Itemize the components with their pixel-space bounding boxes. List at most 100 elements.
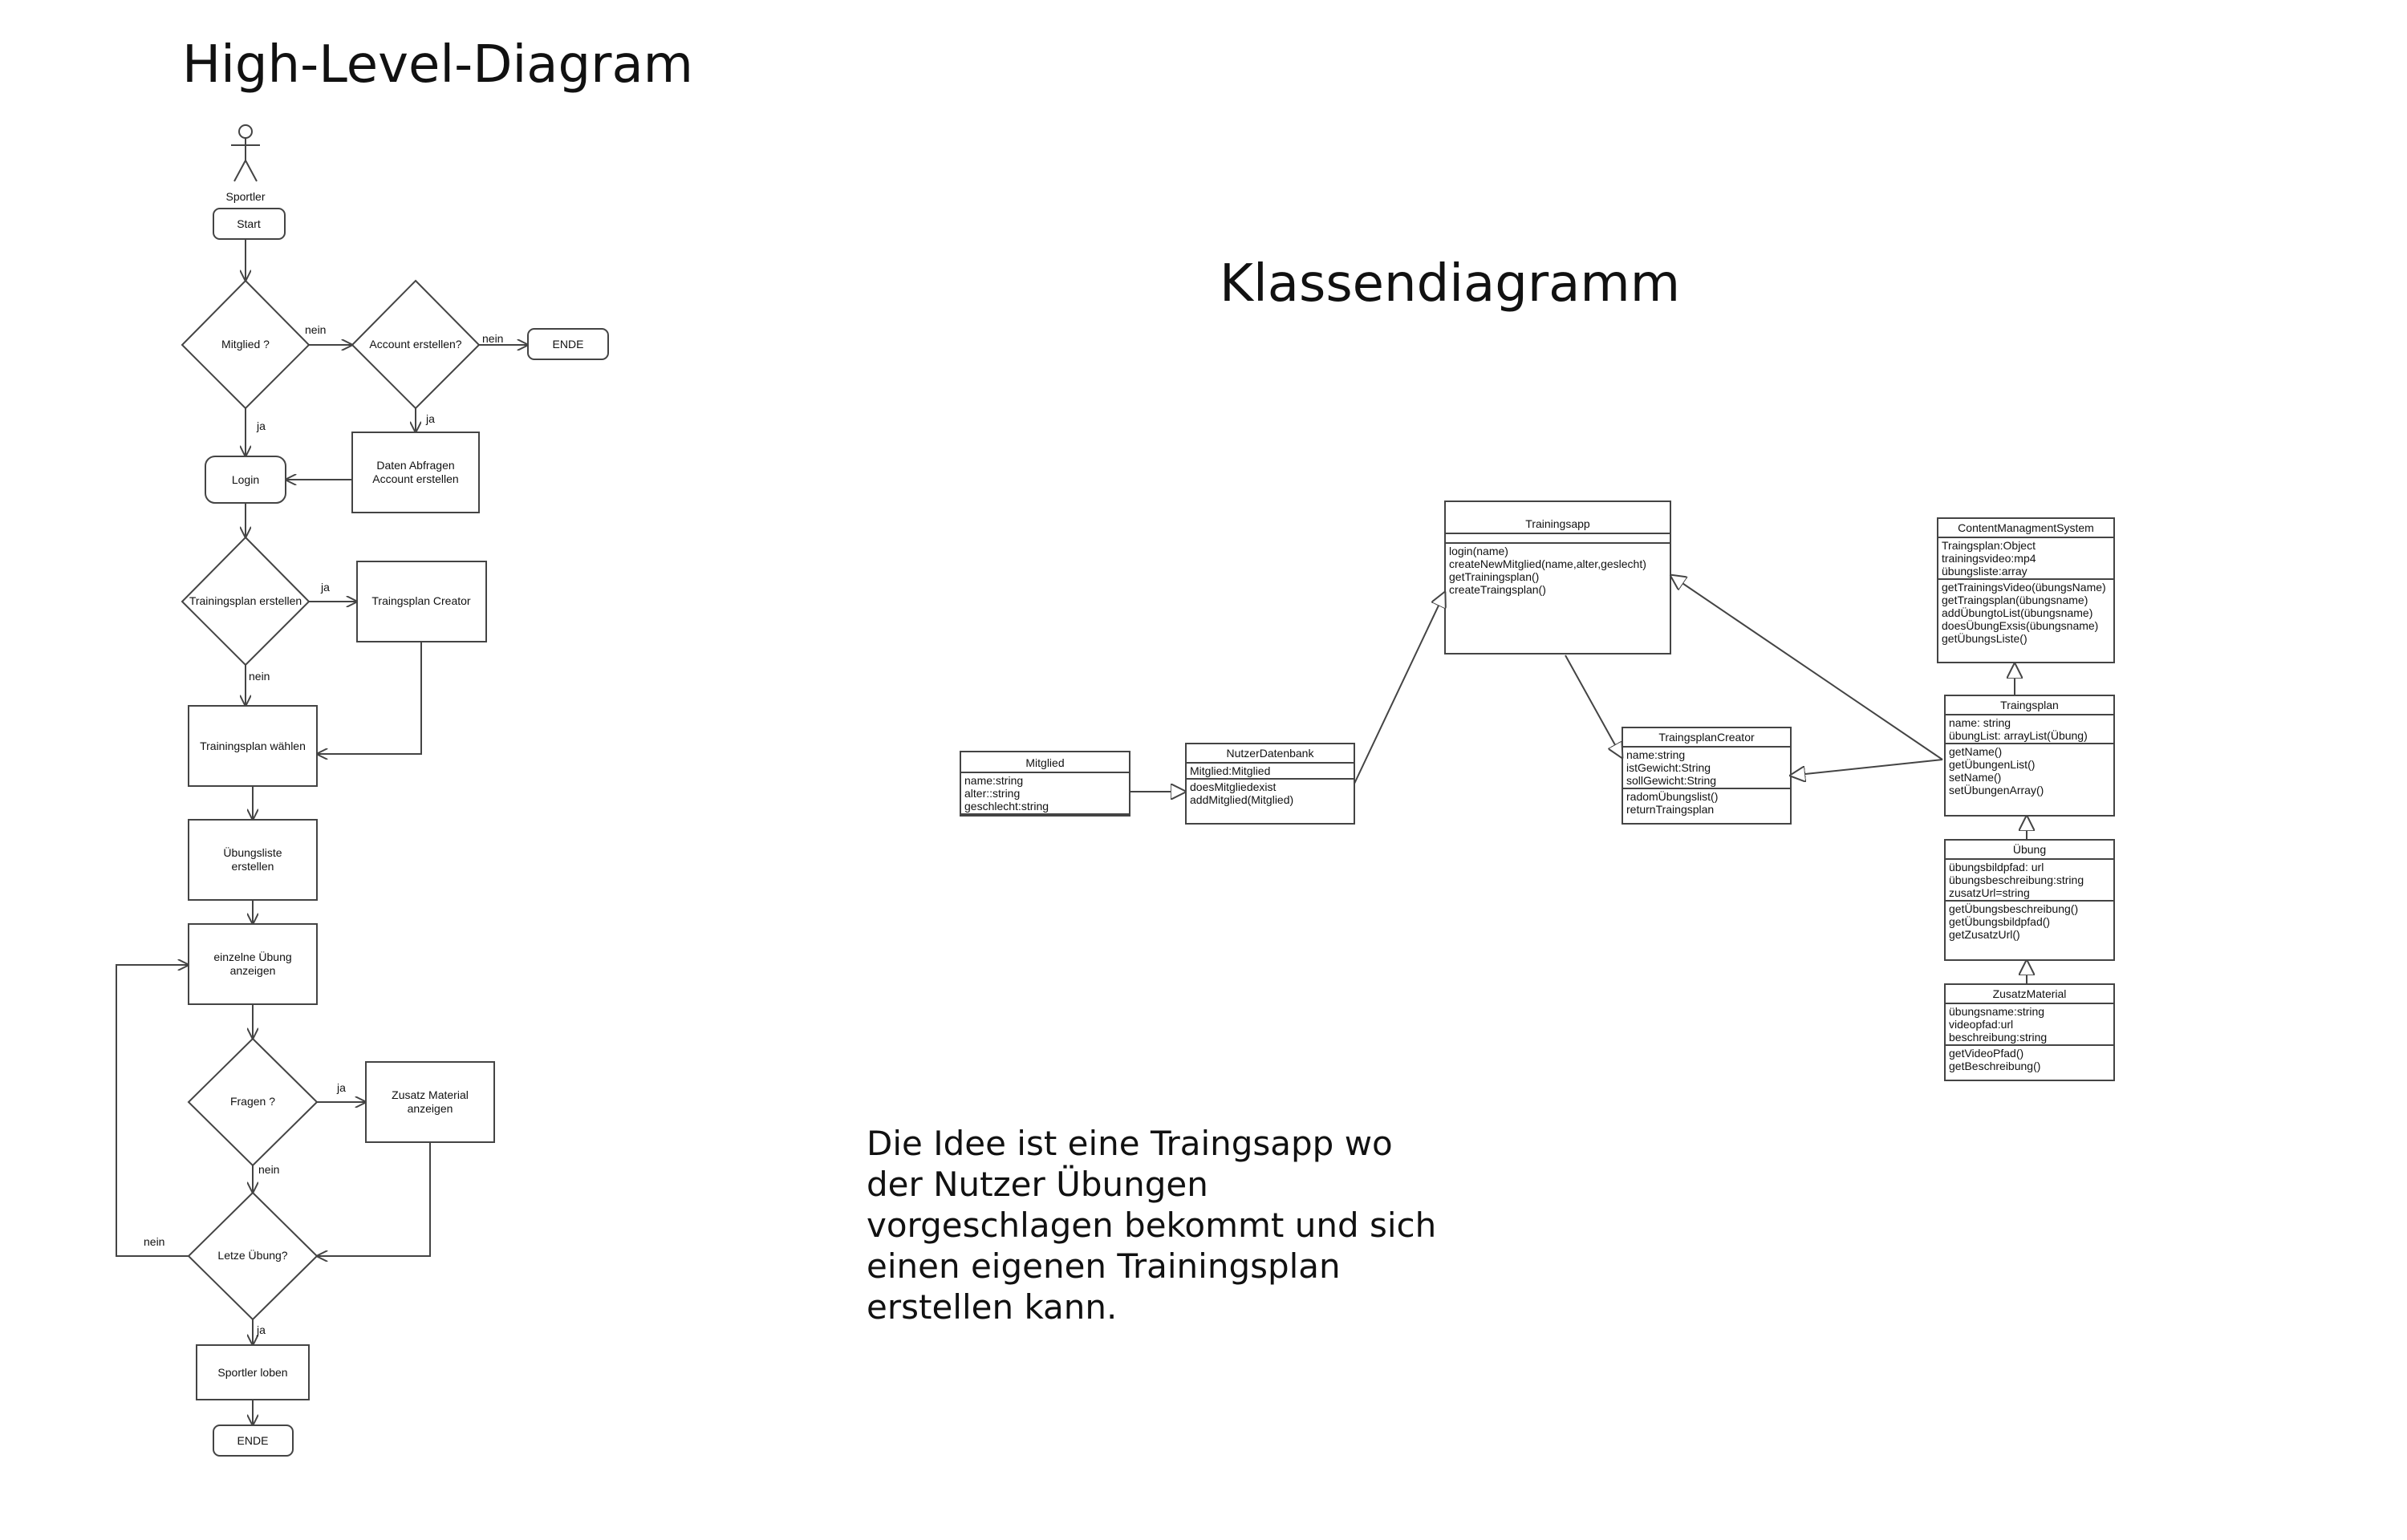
description-text: Die Idee ist eine Traingsapp wo der Nutz… [867,1124,1436,1327]
class-method: setÜbungenArray() [1949,783,2044,796]
class-method: doesÜbungExsis(übungsname) [1942,618,2098,632]
actor-icon [231,124,260,182]
class-method: getTrainingsplan() [1449,570,1539,583]
class-attribute: übungsbeschreibung:string [1949,873,2084,886]
svg-text:einzelne Übung: einzelne Übung [213,950,291,963]
process-daten-abfragen: Daten Abfragen Account erstellen [351,432,480,513]
process-trainingsplan-waehlen: Trainingsplan wählen [188,705,318,787]
class-attribute: zusatzUrl=string [1949,886,2030,899]
svg-text:ja: ja [256,419,266,432]
svg-text:Letze Übung?: Letze Übung? [217,1248,287,1262]
process-einzelne-uebung: einzelne Übung anzeigen [188,923,318,1005]
class-attribute: übungsname:string [1949,1005,2044,1018]
class-method: getBeschreibung() [1949,1060,2040,1072]
svg-text:Sportler loben: Sportler loben [217,1366,287,1379]
class-name: Übung [2013,842,2046,856]
class-relations [1130,575,2027,984]
class-method: addÜbungtoList(übungsname) [1942,606,2092,619]
class-name: Trainingsapp [1525,517,1590,530]
class-trainingsapp: Trainingsapplogin(name)createNewMitglied… [1444,500,1671,654]
svg-text:Trainingsplan wählen: Trainingsplan wählen [200,740,306,752]
class-mitglied: Mitgliedname:stringalter::stringgeschlec… [960,751,1130,817]
class-method: getName() [1949,745,2002,758]
class-method: getÜbungenList() [1949,757,2035,771]
class-attribute: beschreibung:string [1949,1031,2047,1044]
svg-text:Zusatz Material: Zusatz Material [392,1088,469,1101]
class-boxes: Trainingsapplogin(name)createNewMitglied… [960,500,2115,1081]
end-node-bottom: ENDE [213,1424,294,1457]
class-method: doesMitgliedexist [1190,780,1276,793]
svg-text:nein: nein [144,1235,164,1248]
svg-text:erstellen kann.: erstellen kann. [867,1287,1117,1327]
svg-text:ja: ja [336,1081,346,1094]
svg-text:ENDE: ENDE [237,1434,269,1447]
class-method: returnTraingsplan [1626,803,1714,816]
flow-edge-labels: nein nein ja ja ja nein ja nein nein ja [144,323,503,1336]
process-traingsplan-creator: Traingsplan Creator [356,561,487,642]
class-attribute: name:string [1626,748,1685,761]
svg-text:anzeigen: anzeigen [230,964,276,977]
class-attribute: name: string [1949,716,2011,729]
class-name: Mitglied [1025,756,1064,769]
class-attribute: trainingsvideo:mp4 [1942,552,2036,565]
svg-text:anzeigen: anzeigen [408,1102,453,1115]
class-name: ZusatzMaterial [1993,987,2067,1000]
svg-text:nein: nein [305,323,326,336]
svg-text:Account erstellen?: Account erstellen? [369,338,461,351]
svg-text:Daten Abfragen: Daten Abfragen [376,459,454,472]
class-attribute: Traingsplan:Object [1942,539,2036,552]
process-uebungsliste-erstellen: Übungsliste erstellen [188,819,318,901]
svg-text:nein: nein [482,332,503,345]
svg-text:erstellen: erstellen [232,860,274,873]
svg-text:ja: ja [256,1323,266,1336]
class-name: ContentManagmentSystem [1958,521,2094,534]
class-method: login(name) [1449,545,1508,557]
decision-fragen: Fragen ? [187,1037,319,1167]
class-attribute: sollGewicht:String [1626,774,1716,787]
class-attribute: Mitglied:Mitglied [1190,764,1270,777]
svg-text:Account erstellen: Account erstellen [372,472,458,485]
class-uebung: Übung übungsbildpfad: urlübungsbeschreibu… [1944,839,2115,961]
class-zusatzmaterial: ZusatzMaterial übungsname:stringvideopfad… [1944,983,2115,1081]
class-method: getÜbungsbeschreibung() [1949,902,2078,915]
svg-text:Login: Login [232,473,259,486]
svg-text:Übungsliste: Übungsliste [223,845,282,859]
class-attribute: geschlecht:string [964,800,1049,813]
class-attribute: alter::string [964,787,1020,800]
process-zusatz-material: Zusatz Material anzeigen [365,1061,495,1143]
decision-letzte-uebung: Letze Übung? [187,1191,319,1321]
flow-connectors [116,239,528,1425]
class-attribute: name:string [964,774,1023,787]
class-method: getÜbungsbildpfad() [1949,914,2050,928]
start-node: Start [213,208,286,240]
class-method: getZusatzUrl() [1949,928,2020,941]
class-attribute: videopfad:url [1949,1018,2013,1031]
class-method: radomÜbungslist() [1626,789,1718,803]
svg-text:ja: ja [320,581,330,594]
svg-text:Start: Start [237,217,261,230]
class-attribute: übungsbildpfad: url [1949,861,2044,873]
class-name: TraingsplanCreator [1658,731,1755,744]
svg-text:nein: nein [249,670,270,683]
class-method: createTraingsplan() [1449,583,1546,596]
decision-trainingsplan-erstellen: Trainingsplan erstellen [181,536,311,667]
class-attribute: übungList: arrayList(Übung) [1949,728,2088,742]
class-attribute: übungsliste:array [1942,565,2027,578]
class-method: getÜbungsListe() [1942,631,2027,645]
svg-text:ja: ja [425,412,435,425]
svg-text:ENDE: ENDE [553,338,584,351]
svg-text:Mitglied ?: Mitglied ? [221,338,270,351]
svg-text:einen eigenen Trainingsplan: einen eigenen Trainingsplan [867,1246,1341,1286]
login-node: Login [205,456,286,504]
class-method: setName() [1949,771,2001,784]
high-level-title: High-Level-Diagram [182,35,693,95]
class-name: NutzerDatenbank [1227,747,1315,760]
svg-text:Fragen ?: Fragen ? [230,1095,275,1108]
svg-text:nein: nein [258,1163,279,1176]
process-sportler-loben: Sportler loben [196,1344,310,1400]
class-attribute: istGewicht:String [1626,761,1711,774]
actor-label: Sportler [225,190,265,203]
